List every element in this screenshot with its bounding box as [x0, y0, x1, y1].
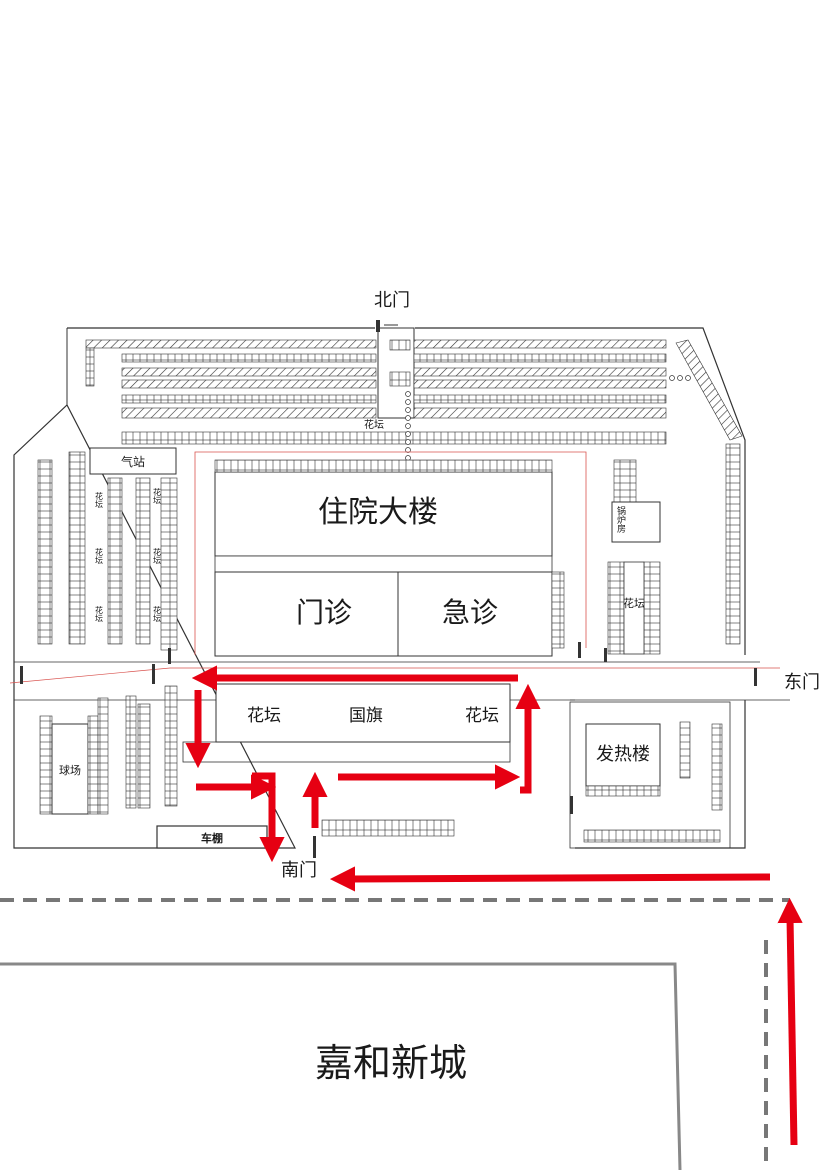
road-centerline [9, 667, 780, 684]
parking-east-column [725, 443, 741, 645]
south-gate-label: 南门 [281, 860, 317, 881]
west-flower-bed-labels: 花坛 花坛 花坛 花坛 花坛 花坛 [95, 487, 162, 623]
jiahe-xincheng-label: 嘉和新城 [315, 1041, 467, 1085]
route-arrow-east-up [515, 683, 541, 794]
parking-row-ne-diagonal [675, 339, 743, 441]
route-arrow-to-south-gate [252, 772, 285, 863]
emergency-building [397, 571, 553, 657]
tree-row-north [405, 375, 691, 461]
east-flower-bed [623, 561, 645, 655]
inpatient-building [214, 471, 553, 557]
flag-plaza-flower-bed-east: 花坛 [465, 706, 499, 726]
parking-row-n1 [85, 339, 377, 349]
route-arrow-from-southeast [777, 897, 803, 1146]
boiler-room-label: 锅炉房 [615, 506, 626, 534]
inner-service-path [194, 451, 587, 655]
flower-bed-north-label: 花坛 [364, 418, 384, 431]
inpatient-building-label: 住院大楼 [318, 495, 438, 530]
flag-plaza [215, 683, 511, 743]
east-flower-bed-label: 花坛 [623, 597, 645, 610]
flag-plaza-flower-bed-west: 花坛 [247, 706, 281, 726]
fever-building [585, 723, 661, 787]
ball-court [51, 723, 89, 815]
svg-text:花坛: 花坛 [153, 487, 162, 505]
svg-text:花坛: 花坛 [153, 605, 162, 623]
outpatient-label: 门诊 [296, 596, 352, 629]
north-gate-label: 北门 [374, 290, 410, 311]
ball-court-label: 球场 [59, 763, 81, 777]
jiahe-xincheng-boundary [0, 962, 682, 1170]
national-flag-label: 国旗 [349, 706, 383, 726]
svg-text:花坛: 花坛 [153, 547, 162, 565]
boiler-room [611, 501, 661, 543]
parking-row-n1e [413, 339, 667, 349]
east-gate-label: 东门 [784, 672, 820, 693]
fever-compound [569, 701, 731, 849]
north-gate-marker [376, 320, 380, 332]
gas-station-label: 气站 [121, 454, 145, 469]
gate-barriers [20, 642, 757, 858]
svg-text:花坛: 花坛 [95, 547, 104, 565]
compound-boundary [13, 327, 746, 849]
svg-text:花坛: 花坛 [95, 605, 104, 623]
route-arrows [185, 665, 803, 1146]
outpatient-building [214, 571, 399, 657]
fever-building-label: 发热楼 [596, 744, 650, 765]
garage-label: 车棚 [201, 831, 223, 845]
emergency-label: 急诊 [442, 596, 498, 629]
svg-text:花坛: 花坛 [95, 491, 104, 509]
gas-station [89, 447, 177, 475]
route-arrow-south-road-west [329, 866, 771, 892]
